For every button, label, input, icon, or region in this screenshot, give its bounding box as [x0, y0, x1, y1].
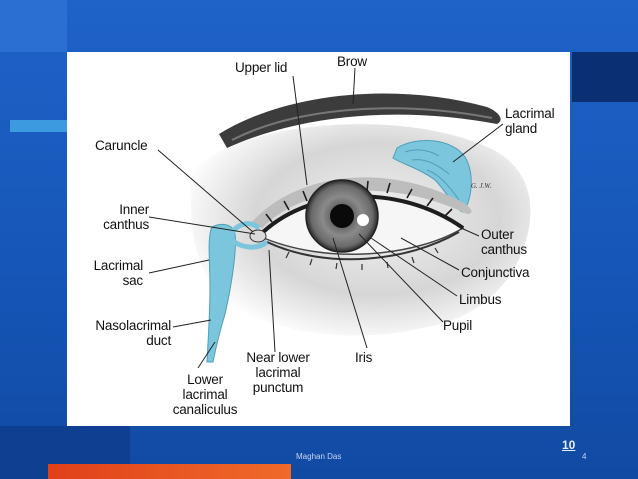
label-near-lower-lacrimal-punctum-line3: punctum — [252, 380, 304, 395]
label-nasolacrimal-duct-line1: Nasolacrimal — [95, 318, 171, 333]
page-number: 4 — [582, 452, 587, 461]
pupil-disc — [330, 204, 354, 228]
top-left-light-block — [0, 0, 67, 52]
diagram-panel: G. J.W. Upper lid Brow Lacrimal gland Ca… — [67, 52, 570, 426]
label-nasolacrimal-duct-line2: duct — [146, 333, 171, 348]
label-inner-canthus-line1: Inner — [119, 202, 149, 217]
brow-hair — [219, 93, 501, 148]
label-lower-lacrimal-canaliculus-line2: lacrimal — [182, 387, 228, 402]
lower-lashes — [266, 231, 460, 261]
footer-author: Maghan Das — [296, 452, 342, 461]
label-near-lower-lacrimal-punctum-line2: lacrimal — [255, 365, 301, 380]
label-nasolacrimal-duct: Nasolacrimal duct — [75, 318, 171, 348]
upper-lid-fold — [252, 177, 472, 228]
label-caruncle: Caruncle — [95, 138, 148, 153]
label-lower-lacrimal-canaliculus-line3: canaliculus — [172, 402, 238, 417]
label-lacrimal-sac-line1: Lacrimal — [93, 258, 144, 273]
label-conjunctiva: Conjunctiva — [461, 265, 530, 280]
left-accent-bar — [10, 120, 67, 132]
label-lower-lacrimal-canaliculus: Lower lacrimal canaliculus — [165, 372, 245, 417]
bottom-orange-bar — [48, 464, 291, 479]
leader-lines — [148, 67, 504, 369]
label-lacrimal-gland-line2: gland — [505, 121, 538, 136]
slide-number: 10 — [562, 438, 576, 452]
label-outer-canthus: Outer canthus — [481, 227, 527, 257]
lower-canaliculus — [230, 238, 269, 250]
artist-signature: G. J.W. — [471, 182, 492, 190]
label-lacrimal-sac-line2: sac — [122, 273, 144, 288]
label-inner-canthus-line2: canthus — [103, 217, 149, 232]
label-outer-canthus-line1: Outer — [481, 227, 514, 242]
top-right-dark-block — [572, 52, 638, 102]
label-brow: Brow — [337, 54, 367, 69]
label-lacrimal-gland: Lacrimal gland — [505, 106, 555, 136]
caruncle-shape — [249, 229, 267, 243]
label-near-lower-lacrimal-punctum-line1: Near lower — [246, 350, 310, 365]
label-lower-lacrimal-canaliculus-line1: Lower — [187, 372, 223, 387]
label-limbus: Limbus — [459, 292, 502, 307]
label-lacrimal-gland-line1: Lacrimal — [505, 106, 555, 121]
label-outer-canthus-line2: canthus — [481, 242, 527, 257]
eye-anatomy-illustration: G. J.W. — [148, 67, 531, 369]
label-lacrimal-sac: Lacrimal sac — [87, 258, 144, 288]
label-near-lower-lacrimal-punctum: Near lower lacrimal punctum — [233, 350, 323, 395]
lacrimal-sac-duct — [206, 223, 236, 363]
label-upper-lid: Upper lid — [235, 60, 288, 75]
eye-highlight — [357, 214, 369, 226]
label-pupil: Pupil — [443, 318, 473, 333]
label-iris: Iris — [355, 350, 373, 365]
label-inner-canthus: Inner canthus — [95, 202, 149, 232]
